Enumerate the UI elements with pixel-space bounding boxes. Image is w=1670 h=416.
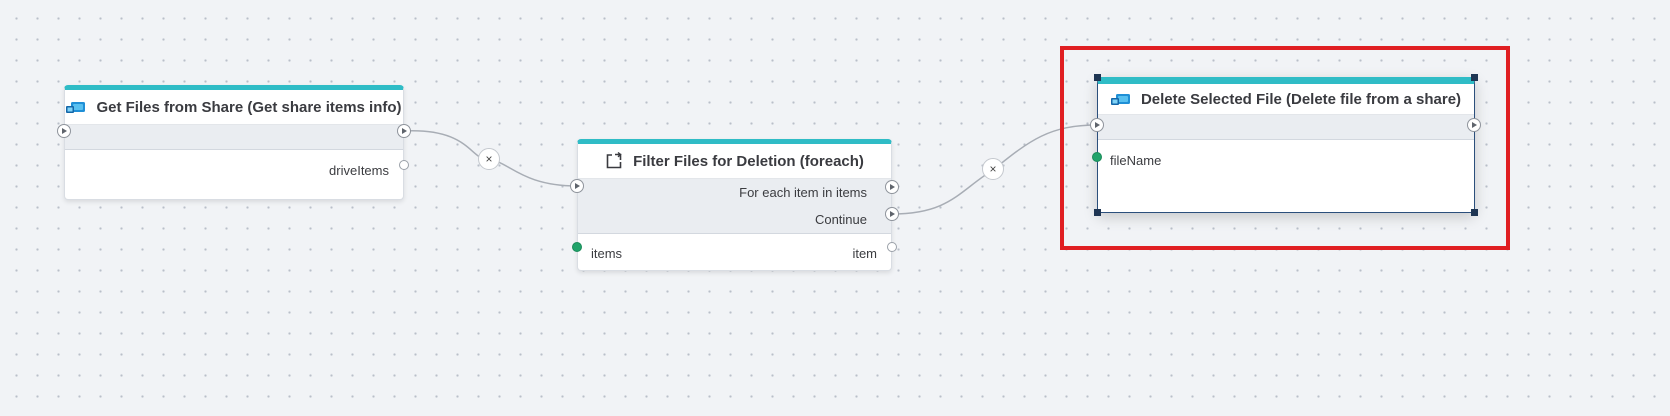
node-title: Delete Selected File (Delete file from a…: [1140, 90, 1462, 108]
exec-output-pin[interactable]: [1467, 118, 1481, 132]
exec-output-pin-continue[interactable]: [885, 207, 899, 221]
exec-output-label-for-each: For each item in items: [739, 185, 867, 200]
output-pin-label-driveitems: driveItems: [329, 163, 389, 178]
node-delete-selected-file[interactable]: Delete Selected File (Delete file from a…: [1097, 77, 1475, 213]
node-header[interactable]: Filter Files for Deletion (foreach): [578, 144, 891, 179]
node-get-files-from-share[interactable]: Get Files from Share (Get share items in…: [64, 85, 404, 200]
resize-handle-top-right[interactable]: [1471, 74, 1478, 81]
output-pin-label-item: item: [852, 246, 877, 261]
output-pin-item[interactable]: [887, 242, 897, 252]
output-pin-driveitems[interactable]: [399, 160, 409, 170]
resize-handle-bottom-right[interactable]: [1471, 209, 1478, 216]
node-filter-files-for-deletion[interactable]: Filter Files for Deletion (foreach) For …: [577, 139, 892, 271]
node-body: fileName: [1098, 140, 1474, 212]
exec-input-pin[interactable]: [57, 124, 71, 138]
node-body: driveItems: [65, 150, 403, 200]
exec-row: [1098, 115, 1474, 140]
input-pin-label-items: items: [591, 246, 623, 261]
resize-handle-top-left[interactable]: [1094, 74, 1101, 81]
exec-row: For each item in items Continue: [578, 179, 891, 234]
sharepoint-icon: [1110, 91, 1131, 107]
exec-output-label-continue: Continue: [814, 212, 867, 227]
remove-link-button[interactable]: ×: [478, 148, 500, 170]
close-icon: ×: [485, 152, 493, 166]
exec-output-pin[interactable]: [397, 124, 411, 138]
sharepoint-icon: [66, 99, 86, 115]
exec-input-pin[interactable]: [570, 179, 584, 193]
exec-input-pin[interactable]: [1090, 118, 1104, 132]
input-pin-items[interactable]: [572, 242, 582, 252]
node-header[interactable]: Delete Selected File (Delete file from a…: [1098, 84, 1474, 115]
node-title: Get Files from Share (Get share items in…: [96, 98, 402, 116]
loop-icon: [605, 151, 623, 170]
exec-row: [65, 125, 403, 150]
input-pin-label-filename: fileName: [1110, 153, 1162, 168]
node-body: items item: [578, 234, 891, 272]
node-header[interactable]: Get Files from Share (Get share items in…: [65, 90, 403, 125]
node-title: Filter Files for Deletion (foreach): [633, 152, 864, 170]
selection-highlight: [1060, 46, 1510, 250]
close-icon: ×: [989, 162, 997, 176]
input-pin-filename[interactable]: [1092, 152, 1102, 162]
remove-link-button[interactable]: ×: [982, 158, 1004, 180]
resize-handle-bottom-left[interactable]: [1094, 209, 1101, 216]
exec-output-pin-for-each[interactable]: [885, 180, 899, 194]
